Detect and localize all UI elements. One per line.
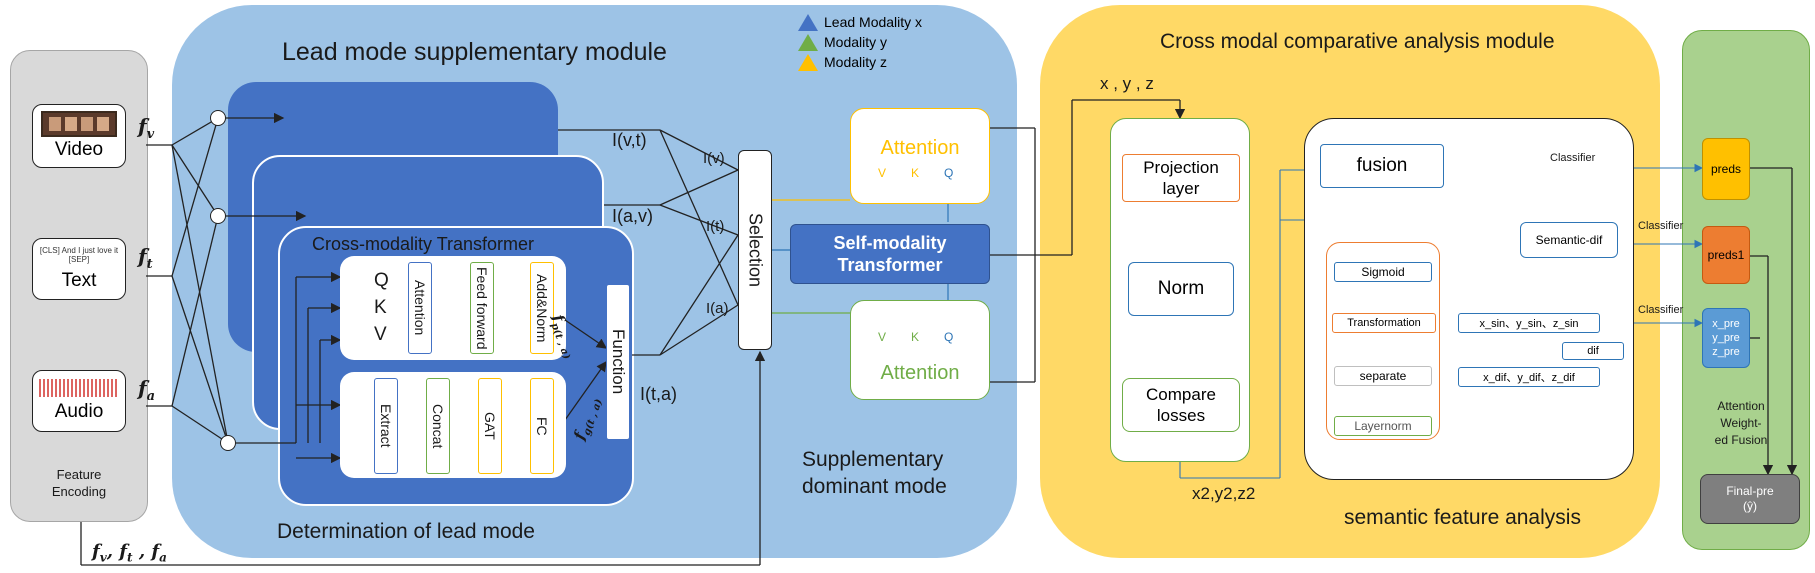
layernorm-box: Layernorm <box>1334 416 1432 436</box>
dif-small-box: dif <box>1562 342 1624 360</box>
legend-item-lead: Lead Modality x <box>798 12 922 32</box>
classifier-label-2: Classifier <box>1638 220 1684 232</box>
selection-block: Selection <box>738 150 772 350</box>
text-feature-symbol: ft <box>138 244 153 272</box>
extract-block: Extract <box>374 378 398 474</box>
legend-item-z: Modality z <box>798 52 922 72</box>
query-label: Q <box>374 270 389 291</box>
fanout-node-2 <box>210 208 226 224</box>
fusion-box: fusion <box>1320 144 1444 188</box>
selected-label-t: I(t) <box>706 218 725 235</box>
legend: Lead Modality x Modality y Modality z <box>798 12 922 72</box>
preds-box: preds <box>1702 138 1750 200</box>
concat-block: Concat <box>426 378 450 474</box>
inputs-label: x , y , z <box>1100 74 1154 93</box>
fanout-node-1 <box>210 110 226 126</box>
triangle-icon <box>798 53 818 71</box>
pair-label-av: I(a,v) <box>612 206 654 226</box>
selected-label-a: I(a) <box>706 300 729 317</box>
attention-top-v: V <box>878 166 887 180</box>
triangle-icon <box>798 33 818 51</box>
classifier-label-3: Classifier <box>1638 304 1684 316</box>
projection-layer-box: Projection layer <box>1122 154 1240 202</box>
fc-block: FC <box>530 378 554 474</box>
transformation-box: Transformation <box>1332 313 1436 333</box>
key-label: K <box>374 297 387 318</box>
attention-bottom-q: Q <box>944 330 954 344</box>
final-pre-box: Final-pre (ŷ) <box>1700 474 1800 524</box>
norm-box: Norm <box>1128 262 1234 316</box>
sigmoid-box: Sigmoid <box>1334 262 1432 282</box>
supplementary-dominant-label: Supplementary dominant mode <box>802 448 947 498</box>
legend-item-y: Modality y <box>798 32 922 52</box>
lead-module-title: Lead mode supplementary module <box>282 38 667 66</box>
attention-box-bottom: Attention <box>850 300 990 400</box>
audio-feature-symbol: fa <box>138 376 156 404</box>
bottom-features-label: fv, ft , fa <box>92 541 167 565</box>
attention-bottom-v: V <box>878 330 887 344</box>
sin-box: x_sin、y_sin、z_sin <box>1458 313 1600 333</box>
fusion-panel <box>1682 30 1810 550</box>
audio-input: Audio <box>32 370 126 432</box>
fanout-node-3 <box>220 435 236 451</box>
pair-label-ta: I(t,a) <box>640 384 678 404</box>
compare-losses-box: Compare losses <box>1122 378 1240 432</box>
audio-label: Audio <box>54 401 104 422</box>
pair-label-vt: I(v,t) <box>612 130 647 150</box>
classifier-label-1: Classifier <box>1550 152 1596 164</box>
add-norm-block: Add&Norm <box>530 262 554 354</box>
selected-label-v: I(v) <box>703 150 725 167</box>
feature-encoding-label: Feature Encoding <box>51 467 107 499</box>
pre-box: x_pre y_pre z_pre <box>1702 308 1750 368</box>
separate-box: separate <box>1334 366 1432 386</box>
outputs-label: x2,y2,z2 <box>1192 484 1256 503</box>
feed-forward-block: Feed forward <box>470 262 494 354</box>
preds1-box: preds1 <box>1702 226 1750 284</box>
attention-weighted-fusion-label: Attention Weight- ed Fusion <box>1714 399 1768 447</box>
self-modality-transformer: Self-modality Transformer <box>790 224 990 284</box>
text-label: Text <box>61 270 97 291</box>
triangle-icon <box>798 13 818 31</box>
gat-block: GAT <box>478 378 502 474</box>
film-strip-icon <box>41 111 117 137</box>
video-label: Video <box>54 139 104 160</box>
value-label: V <box>374 324 387 345</box>
text-input: [CLS] And I just love it [SEP] Text <box>32 238 126 300</box>
upper-inner-box <box>340 256 566 360</box>
video-input: Video <box>32 104 126 168</box>
function-block: Function <box>606 284 630 440</box>
text-snippet: [CLS] And I just love it [SEP] <box>39 246 119 264</box>
video-feature-symbol: fv <box>138 114 155 142</box>
attention-block: Attention <box>408 262 432 354</box>
lead-module-bottom-title: Determination of lead mode <box>277 520 535 543</box>
attention-box-top: Attention <box>850 108 990 204</box>
semantic-dif-box: Semantic-dif <box>1520 222 1618 258</box>
semantic-analysis-title: semantic feature analysis <box>1344 506 1581 529</box>
attention-top-q: Q <box>944 166 954 180</box>
attention-top-k: K <box>911 166 920 180</box>
dif-list-box: x_dif、y_dif、z_dif <box>1458 367 1600 387</box>
cross-transformer-title: Cross-modality Transformer <box>312 234 535 254</box>
cross-module-title: Cross modal comparative analysis module <box>1160 30 1555 53</box>
waveform-icon <box>39 379 119 397</box>
attention-bottom-k: K <box>911 330 920 344</box>
